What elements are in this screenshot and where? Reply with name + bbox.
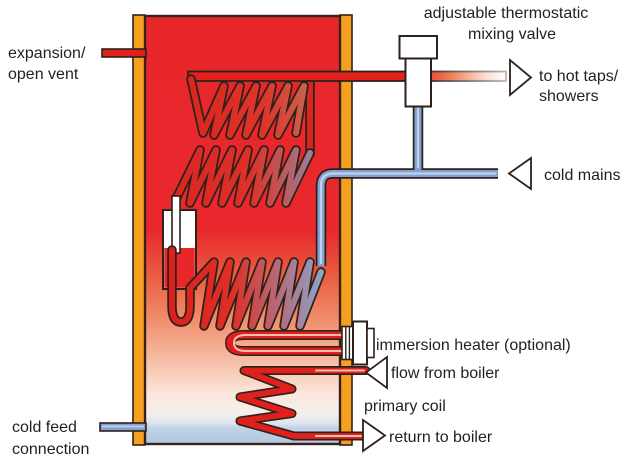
return-to-boiler-arrow-icon bbox=[362, 418, 387, 453]
heat-exchanger-coil-middle bbox=[171, 145, 315, 208]
label-hot-taps-line1: to hot taps/ bbox=[539, 68, 619, 85]
label-mixing-valve-line1: adjustable thermostatic bbox=[424, 5, 589, 22]
expansion-vent-pipe bbox=[101, 48, 147, 58]
immersion-heater bbox=[224, 320, 375, 366]
cold-feed-pipe bbox=[99, 422, 147, 432]
label-hot-taps-line2: showers bbox=[539, 88, 599, 105]
immersion-gland bbox=[341, 325, 354, 361]
label-cold-feed-line2: connection bbox=[12, 441, 89, 458]
label-expansion-line2: open vent bbox=[8, 66, 79, 83]
flow-from-boiler-arrow-icon bbox=[364, 355, 388, 390]
immersion-element-highlight bbox=[232, 334, 344, 352]
heat-exchanger-coil-top bbox=[186, 74, 309, 140]
immersion-terminal-cap bbox=[366, 327, 375, 359]
expansion-pipe-stub bbox=[101, 48, 147, 58]
heat-exchanger-coil-bottom bbox=[167, 245, 326, 331]
mixing-valve-cap bbox=[398, 35, 438, 60]
mixing-valve bbox=[398, 35, 438, 108]
label-flow-from-boiler: flow from boiler bbox=[391, 365, 500, 382]
cold-mains-arrow-icon bbox=[507, 156, 532, 191]
labels: expansion/ open vent adjustable thermost… bbox=[8, 5, 620, 458]
label-expansion-line1: expansion/ bbox=[8, 45, 86, 62]
label-return-to-boiler: return to boiler bbox=[389, 429, 493, 446]
hot-taps-arrow-icon bbox=[509, 58, 533, 97]
immersion-flange bbox=[352, 320, 368, 366]
mixing-valve-body bbox=[404, 56, 432, 108]
label-cold-mains: cold mains bbox=[544, 167, 620, 184]
primary-coil-pipework bbox=[235, 366, 371, 441]
primary-coil-tube bbox=[237, 367, 369, 439]
flow-arrows bbox=[362, 58, 533, 453]
label-cold-feed-line1: cold feed bbox=[12, 419, 77, 436]
hot-water-pipe bbox=[187, 70, 507, 82]
tank-wall-left bbox=[132, 14, 146, 446]
cold-mains-pipework bbox=[315, 104, 498, 266]
cold-mains-highlight bbox=[319, 172, 496, 264]
label-mixing-valve-line2: mixing valve bbox=[468, 26, 556, 43]
label-primary-coil: primary coil bbox=[364, 398, 446, 415]
label-immersion-heater: immersion heater (optional) bbox=[376, 337, 571, 354]
dip-pipe bbox=[171, 195, 181, 254]
